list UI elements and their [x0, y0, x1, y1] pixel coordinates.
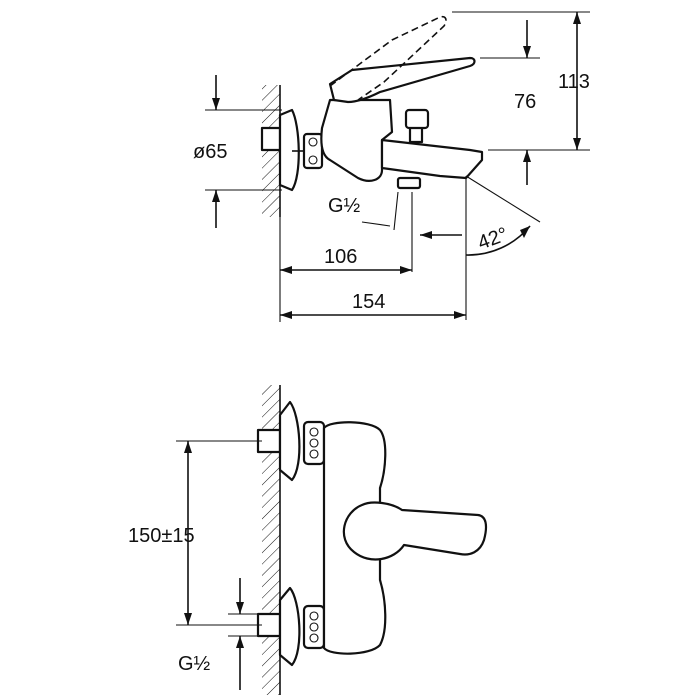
lever-raised-dashed — [329, 15, 447, 101]
dim-label-76: 76 — [514, 91, 536, 113]
arrow-150-top — [184, 441, 192, 453]
lever-side — [328, 56, 476, 104]
dim-label-g12-front: G½ — [178, 653, 211, 675]
angle-ray-1 — [465, 175, 541, 223]
diverter-knob — [404, 108, 430, 130]
nut-upper-detail-1 — [309, 427, 319, 437]
nut-lower-detail-2 — [309, 622, 319, 632]
arrow-150-bottom — [184, 613, 192, 625]
dim-label-65: ø65 — [193, 141, 227, 163]
leader-g12-side — [361, 221, 391, 227]
dim-label-150: 150±15 — [128, 525, 195, 547]
arrow-76-bottom — [523, 150, 531, 162]
flange-lower — [278, 586, 301, 667]
flange-upper — [278, 400, 301, 482]
arrow-65-top — [212, 98, 220, 110]
arrow-g12-bottom — [236, 636, 244, 648]
arrow-g12-top — [236, 602, 244, 614]
dim-label-113: 113 — [558, 71, 590, 93]
arrow-angle — [520, 226, 530, 238]
front-view: 150±15 G½ — [128, 385, 488, 695]
dim-label-42: 42° — [475, 223, 511, 254]
leader-g12-side-2 — [393, 191, 399, 231]
nut-lower-detail-1 — [309, 611, 319, 621]
inlet-stub-top — [260, 126, 282, 152]
arrow-154-left — [280, 311, 292, 319]
arrow-154-right — [454, 311, 466, 319]
nut-upper-detail-3 — [309, 449, 319, 459]
arrow-106-left — [280, 266, 292, 274]
nut-upper-detail-2 — [309, 438, 319, 448]
side-view: 113 76 ø65 G½ 42° 106 — [193, 11, 590, 322]
dim-label-g12-side: G½ — [328, 195, 361, 217]
flange-top — [278, 108, 300, 192]
arrow-113-top — [573, 12, 581, 24]
arrow-113-bottom — [573, 138, 581, 150]
dim-label-106: 106 — [324, 246, 357, 268]
arrow-outlet-small — [420, 231, 432, 239]
nut-detail-top-2 — [308, 155, 318, 165]
shower-outlet — [396, 176, 422, 190]
lever-front — [342, 501, 488, 561]
nut-lower-detail-3 — [309, 633, 319, 643]
arrow-76-top — [523, 46, 531, 58]
dim-label-154: 154 — [352, 291, 385, 313]
spout-side — [380, 138, 484, 180]
connector-nut-top — [302, 132, 324, 170]
arrow-65-bottom — [212, 190, 220, 202]
nut-detail-top — [308, 137, 318, 147]
arrow-106-right — [400, 266, 412, 274]
